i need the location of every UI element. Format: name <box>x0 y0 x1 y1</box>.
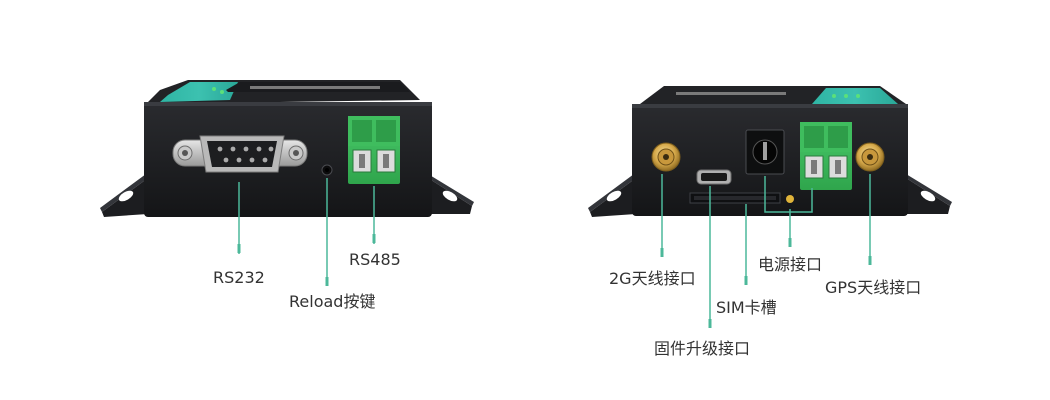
label-power-port: 电源接口 <box>758 255 823 274</box>
label-2g-antenna: 2G天线接口 <box>609 269 696 288</box>
label-firmware-port: 固件升级接口 <box>654 339 751 358</box>
right-callout-dashes <box>660 238 872 328</box>
right-device <box>588 86 952 328</box>
status-led <box>786 195 794 203</box>
firmware-micro-usb-port <box>696 169 732 185</box>
label-rs485: RS485 <box>349 250 401 269</box>
rs485-terminal-block <box>348 116 400 184</box>
right-mount-flange <box>588 174 952 217</box>
antenna-2g-sma-connector <box>651 142 681 172</box>
label-reload-button: Reload按键 <box>289 292 376 311</box>
label-sim-slot: SIM卡槽 <box>716 298 777 317</box>
rs232-db9-connector <box>172 135 308 173</box>
sim-card-slot <box>689 192 781 204</box>
label-gps-antenna: GPS天线接口 <box>825 278 922 297</box>
power-terminal-block <box>800 122 852 190</box>
label-rs232: RS232 <box>213 268 265 287</box>
reload-button-hole <box>321 164 333 176</box>
power-dc-jack <box>745 129 785 175</box>
right-top-print <box>676 92 860 98</box>
left-device <box>100 80 474 286</box>
left-callout-dashes <box>237 234 376 286</box>
left-top-print <box>212 86 380 94</box>
left-mount-flange <box>100 174 474 217</box>
antenna-gps-sma-connector <box>855 142 885 172</box>
